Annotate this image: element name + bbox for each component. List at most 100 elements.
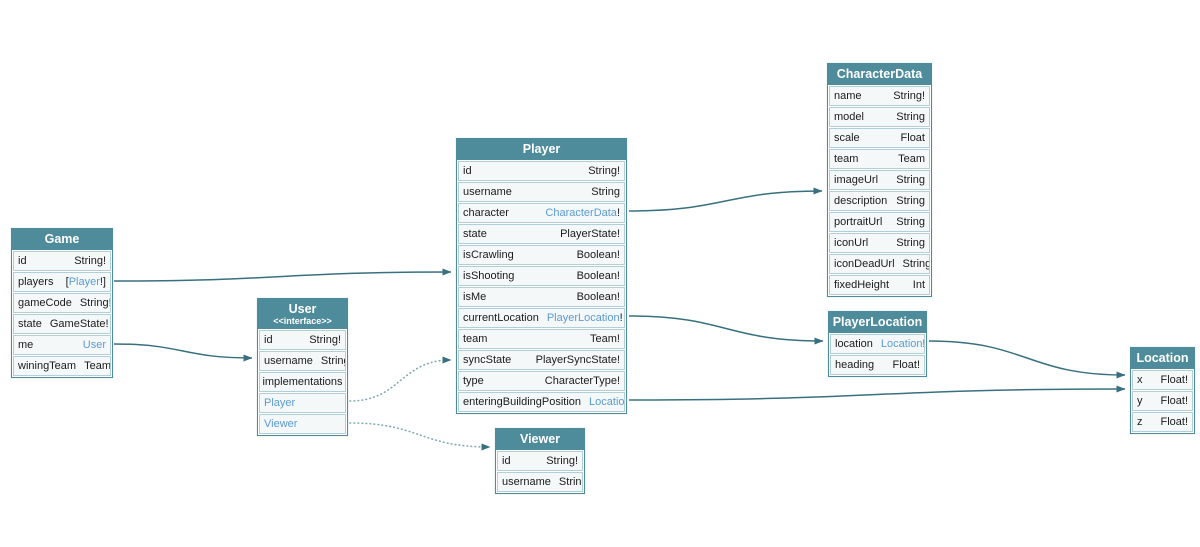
entity-playerlocation[interactable]: PlayerLocationlocationLocation!headingFl… xyxy=(828,311,927,377)
entity-title: Location xyxy=(1136,351,1189,365)
field-type[interactable]: Location xyxy=(589,396,625,408)
implementation-link[interactable]: Player xyxy=(264,397,296,409)
field-name: iconDeadUrl xyxy=(834,258,895,270)
field-name: state xyxy=(18,318,42,330)
field-name: iconUrl xyxy=(834,237,869,249)
field-name: character xyxy=(463,207,509,219)
entity-header-viewer[interactable]: Viewer xyxy=(496,429,584,450)
field-name: username xyxy=(463,186,512,198)
entity-header-location[interactable]: Location xyxy=(1131,348,1194,369)
field-row-game-winingTeam[interactable]: winingTeam Team xyxy=(13,356,111,376)
implementation-link[interactable]: Viewer xyxy=(264,418,298,430)
field-name: fixedHeight xyxy=(834,279,890,291)
entity-title: CharacterData xyxy=(836,67,923,81)
field-type: Team xyxy=(84,360,111,372)
field-name: scale xyxy=(834,132,860,144)
field-row-user-Player[interactable]: Player xyxy=(259,393,346,413)
type-wrapper-open: [ xyxy=(65,276,69,288)
entity-title: User xyxy=(288,301,317,316)
field-type: String xyxy=(902,258,930,270)
field-row-player-enteringBuildingPosition[interactable]: enteringBuildingPositionLocation xyxy=(458,392,625,412)
field-row-game-players[interactable]: players[Player!] xyxy=(13,272,111,292)
entity-header-game[interactable]: Game xyxy=(12,229,112,250)
edge-game-me-to-user xyxy=(113,343,253,362)
type-link-Location[interactable]: Location xyxy=(589,396,625,408)
entity-user[interactable]: User<<interface>>idString!usernameString… xyxy=(257,298,348,436)
field-name: username xyxy=(502,476,551,488)
field-type[interactable]: Location! xyxy=(880,338,924,350)
field-type: String xyxy=(591,186,620,198)
field-type[interactable]: User xyxy=(83,339,106,351)
entity-header-characterdata[interactable]: CharacterData xyxy=(828,64,931,85)
field-type: String xyxy=(896,195,925,207)
field-type: String! xyxy=(588,165,620,177)
type-link-CharacterData[interactable]: CharacterData xyxy=(545,207,617,219)
field-type: String! xyxy=(79,297,111,309)
field-type[interactable]: [Player!] xyxy=(66,276,106,288)
field-name: username xyxy=(264,355,313,367)
field-type[interactable]: CharacterData! xyxy=(545,207,620,219)
type-link-PlayerLocation[interactable]: PlayerLocation xyxy=(546,312,620,324)
entity-subtitle: <<interface>> xyxy=(273,315,332,326)
entity-header-user[interactable]: User<<interface>> xyxy=(258,299,347,329)
field-type[interactable]: PlayerLocation! xyxy=(547,312,623,324)
field-type: Float! xyxy=(1160,374,1188,386)
field-name: implementations xyxy=(262,376,343,388)
field-row-player-character[interactable]: character CharacterData! xyxy=(458,203,625,223)
field-type: Boolean! xyxy=(576,249,620,261)
field-row-player-username[interactable]: username String xyxy=(458,182,625,202)
field-name: winingTeam xyxy=(18,360,77,372)
field-name: gameCode xyxy=(18,297,72,309)
entity-header-playerlocation[interactable]: PlayerLocation xyxy=(829,312,926,333)
field-name: id xyxy=(502,455,511,467)
field-row-user-implementations[interactable]: implementations xyxy=(259,372,346,392)
type-link-Location[interactable]: Location xyxy=(880,338,923,350)
type-link-User[interactable]: User xyxy=(82,339,106,351)
field-row-game-gameCode[interactable]: gameCode String! xyxy=(13,293,111,313)
type-link-Player[interactable]: Player xyxy=(68,276,100,288)
entity-header-player[interactable]: Player xyxy=(457,139,626,160)
entity-title: Game xyxy=(44,232,80,246)
field-row-user-Viewer[interactable]: Viewer xyxy=(259,414,346,434)
edge-user-player-to-player xyxy=(349,356,452,402)
field-type: Float! xyxy=(1160,395,1188,407)
field-row-characterdata-iconDeadUrl[interactable]: iconDeadUrl String xyxy=(829,254,930,274)
field-name: isShooting xyxy=(463,270,515,282)
field-type: CharacterType! xyxy=(544,375,620,387)
